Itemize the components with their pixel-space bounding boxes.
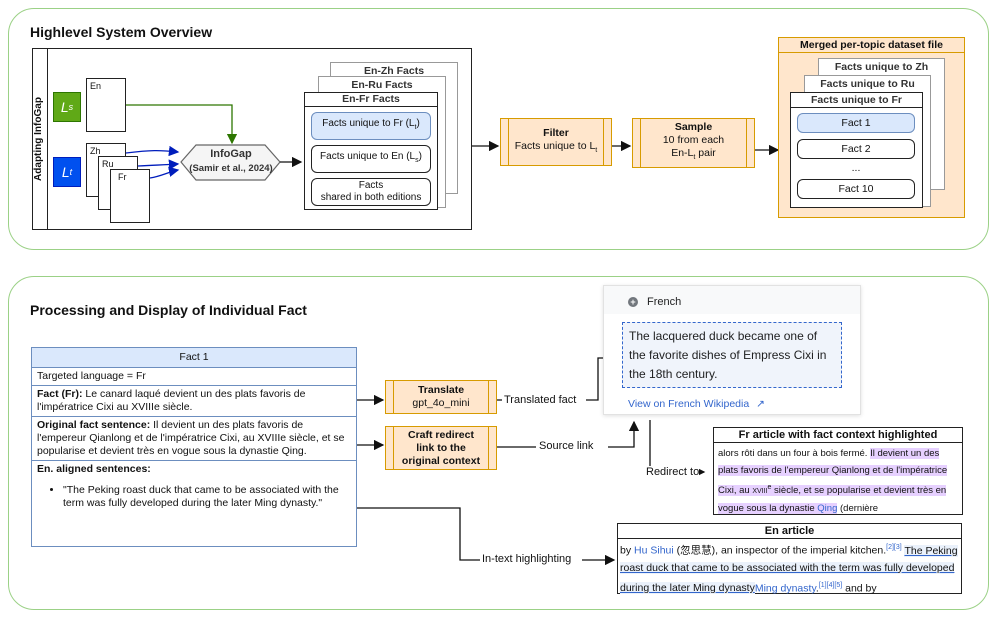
- fact-card-targeted: Targeted language = Fr: [32, 368, 356, 386]
- sample-title: Sample: [674, 121, 713, 134]
- arrow-craft-to-popup: [497, 422, 634, 448]
- ref-link-1[interactable]: [2][3]: [886, 544, 902, 551]
- ming-dynasty-link[interactable]: Ming dynasty: [754, 582, 816, 594]
- arrow-aligned-to-enarticle: [357, 507, 614, 560]
- popup-translated-text: The lacquered duck became one of the fav…: [622, 322, 842, 388]
- individual-fact-title: Processing and Display of Individual Fac…: [30, 302, 307, 318]
- merged-fact-1: Fact 1: [797, 113, 915, 133]
- arrow-zh-to-infogap: [125, 145, 180, 157]
- arrow-popup-to-frarticle: [649, 420, 706, 478]
- merged-ellipsis: ...: [851, 162, 861, 174]
- ls-label: L: [60, 99, 69, 115]
- plus-circle-icon: +: [628, 297, 638, 307]
- filter-title: Filter: [543, 126, 569, 139]
- external-link-icon: ↗: [756, 398, 765, 410]
- lt-label: L: [61, 164, 70, 180]
- arrow-fr-to-infogap: [149, 166, 180, 179]
- stack-en-fr-title: En-Fr Facts: [305, 93, 437, 107]
- fr-article-body: alors rôti dans un four à bois fermé. Il…: [718, 448, 948, 515]
- translated-fact-label: Translated fact: [504, 394, 577, 406]
- qing-link[interactable]: Qing: [817, 503, 838, 515]
- source-link-label: Source link: [539, 440, 594, 452]
- translate-process: Translate gpt_4o_mini: [385, 380, 497, 414]
- fact-card-fact: Fact (Fr): Le canard laqué devient un de…: [32, 386, 356, 417]
- doc-fr: Fr: [110, 169, 150, 223]
- fr-article: Fr article with fact context highlighted…: [713, 427, 963, 515]
- fact-card-original: Original fact sentence: Il devient un de…: [32, 417, 356, 461]
- en-article-body: by Hu Sihui (忽思慧), an inspector of the i…: [620, 544, 958, 594]
- hu-sihui-link[interactable]: Hu Sihui: [634, 544, 674, 557]
- en-article-header: En article: [618, 524, 961, 539]
- infogap-citation: (Samir et al., 2024): [189, 163, 273, 174]
- system-overview-title: Highlevel System Overview: [30, 24, 213, 40]
- redirect-to-label: Redirect to: [646, 466, 700, 478]
- infogap-title: InfoGap: [210, 148, 252, 160]
- popup-header: [604, 286, 860, 314]
- fact-card-aligned: En. aligned sentences: "The Peking roast…: [32, 461, 356, 512]
- ls-sub: s: [68, 102, 74, 112]
- adapting-infogap-side-bar: [32, 48, 48, 230]
- fr-article-header: Fr article with fact context highlighted: [714, 428, 962, 443]
- filter-process: Filter Facts unique to Lt: [500, 118, 612, 166]
- facts-unique-en: Facts unique to En (Ls): [311, 145, 431, 173]
- ref-link-2[interactable]: [1][4][5]: [818, 581, 843, 589]
- merged-title: Merged per-topic dataset file: [779, 38, 964, 53]
- merged-fact-2: Fact 2: [797, 139, 915, 159]
- facts-unique-fr: Facts unique to Fr (Lt): [311, 112, 431, 140]
- lt-sub: t: [69, 167, 73, 177]
- arrow-ru-to-infogap: [137, 159, 180, 170]
- view-on-wikipedia-link[interactable]: View on French Wikipedia ↗: [628, 398, 765, 410]
- doc-en: En: [86, 78, 126, 132]
- infogap-hexagon: [180, 144, 281, 181]
- intext-highlighting-label: In-text highlighting: [482, 553, 572, 565]
- craft-redirect-process: Craft redirect link to the original cont…: [385, 426, 497, 470]
- fact-card-header: Fact 1: [32, 348, 356, 368]
- en-article: En article by Hu Sihui (忽思慧), an inspect…: [617, 523, 962, 594]
- top-connectors: [125, 104, 780, 181]
- popup-language: French: [647, 296, 682, 308]
- merged-fact-10: Fact 10: [797, 179, 915, 199]
- fact-card: Fact 1 Targeted language = Fr Fact (Fr):…: [31, 347, 357, 547]
- arrow-en-to-infogap: [126, 104, 238, 145]
- sample-process: Sample 10 from each En-Lt pair: [632, 118, 755, 168]
- aligned-sentence-item: "The Peking roast duck that came to be a…: [63, 484, 351, 510]
